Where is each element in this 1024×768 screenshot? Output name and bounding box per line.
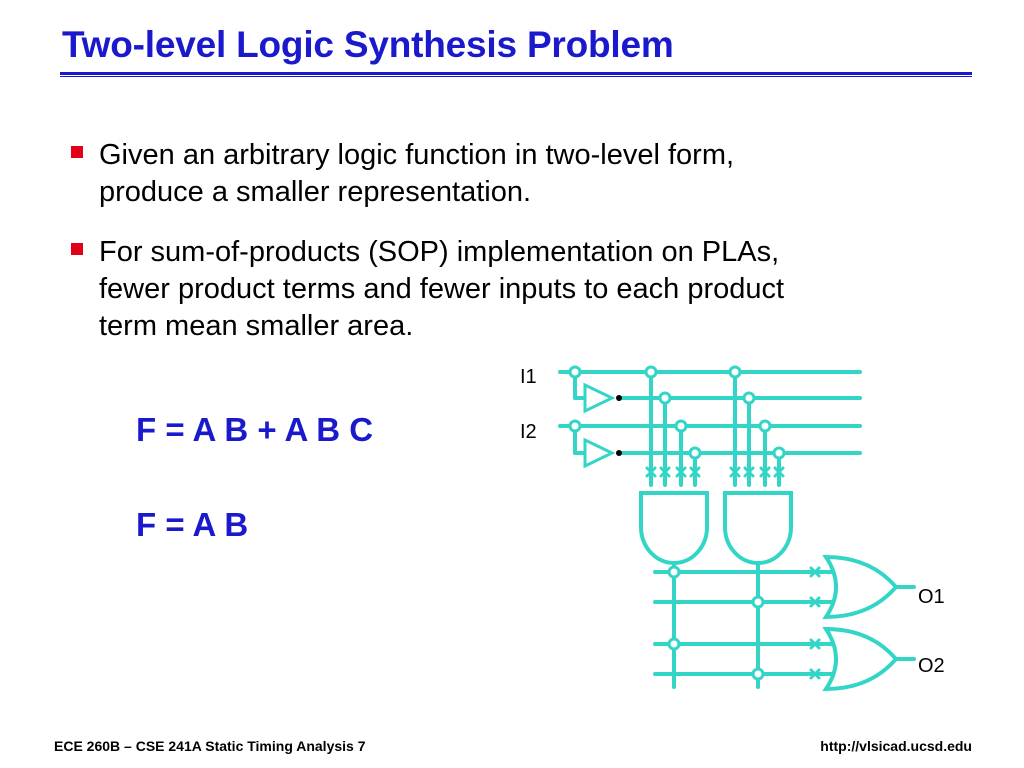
slide-title: Two-level Logic Synthesis Problem [62,24,674,65]
and-gate-1 [639,491,709,565]
bullet-square-icon [71,146,83,158]
or-gate-1 [822,554,899,620]
bullet-list: Given an arbitrary logic function in two… [70,137,940,368]
input-label-i2: I2 [520,421,537,443]
equation-original: F = A B + A B C [136,411,374,448]
input-label-i1: I1 [520,366,537,388]
output-label-o1: O1 [918,586,945,608]
equation-minimized: F = A B [136,506,249,543]
title-underline [60,72,972,77]
footer-course: ECE 260B – CSE 241A Static Timing Analys… [54,738,366,754]
and2-x-marks [729,466,785,478]
bullet-text: Given an arbitrary logic function in two… [99,139,735,208]
and-gates [639,491,793,565]
and-gate-2 [723,491,793,565]
footer-url: http://vlsicad.ucsd.edu [820,738,972,754]
or-gate-2 [822,626,899,692]
or-gates [822,554,899,692]
inverter-i1 [583,382,616,414]
inverter-i2 [583,437,616,469]
wires [558,370,916,689]
and1-x-marks [645,466,701,478]
crosspoint-marks [645,466,821,680]
title-underline-gap [60,75,972,76]
bullet-square-icon [71,243,83,255]
circuit-labels: I1 I2 O1 O2 [520,366,945,677]
inverter-output-dots [616,395,622,456]
connection-nodes [568,365,786,681]
or-x-marks [809,566,821,680]
pla-circuit-diagram: I1 I2 O1 O2 [520,365,945,692]
bullet-item: Given an arbitrary logic function in two… [70,137,940,211]
bullet-item: For sum-of-products (SOP) implementation… [70,234,940,345]
inverter-gates [583,382,616,469]
bullet-text: For sum-of-products (SOP) implementation… [99,236,785,342]
output-label-o2: O2 [918,655,945,677]
